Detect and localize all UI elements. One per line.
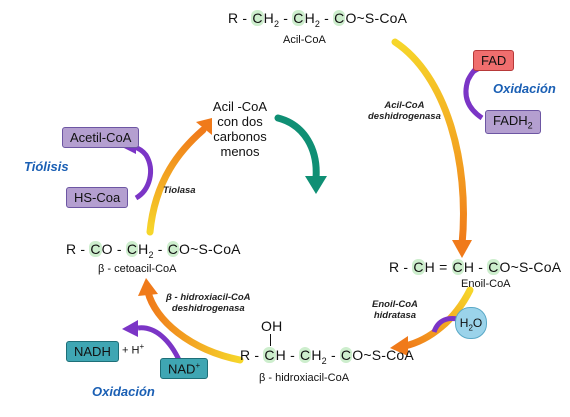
hidroxiacil-oh: OH <box>261 318 283 334</box>
enzyme-enoil-coa-hidratasa: Enoil-CoA hidratasa <box>372 299 418 321</box>
center-line: Acil -CoA <box>212 99 268 114</box>
enzyme-line: β - hidroxiacil-CoA <box>166 292 251 303</box>
process-oxidacion-bottom: Oxidación <box>92 384 155 399</box>
arrow-enoil-to-hidroxiacil <box>390 286 474 356</box>
center-arrow <box>274 114 327 194</box>
process-oxidacion-top: Oxidación <box>493 81 556 96</box>
oh-bond <box>270 334 271 346</box>
enzyme-line: Acil-CoA <box>384 100 425 111</box>
enzyme-acil-coa-deshidrogenasa: Acil-CoA deshidrogenasa <box>368 100 441 122</box>
center-label: Acil -CoA con dos carbonos menos <box>205 99 275 159</box>
arrow-hidroxiacil-to-cetoacil <box>138 278 244 364</box>
h2o-circle: H2O <box>455 307 487 339</box>
center-line: menos <box>220 144 260 159</box>
hs-coa-box: HS-Coa <box>66 187 129 208</box>
center-line: con dos <box>217 114 263 129</box>
nad-branch-arrow <box>122 320 183 364</box>
nadh-box: NADH <box>66 341 119 362</box>
enzyme-tiolasa: Tiolasa <box>163 185 196 196</box>
enoil-coa-formula: R - CH = CH - CO~S-CoA <box>389 259 562 275</box>
acetil-coa-box: Acetil-CoA <box>62 127 140 148</box>
fad-box: FAD <box>473 50 515 71</box>
fadh2-box: FADH2 <box>485 110 541 134</box>
center-line: carbonos <box>213 129 267 144</box>
cetoacil-coa-name: β - cetoacil-CoA <box>98 263 177 275</box>
enoil-coa-name: Enoil-CoA <box>461 278 511 290</box>
hidroxiacil-coa-formula: R - CH - CH2 - CO~S-CoA <box>240 347 414 366</box>
h-plus-label: + H+ <box>122 342 145 357</box>
cetoacil-coa-formula: R - CO - CH2 - CO~S-CoA <box>66 241 241 260</box>
enzyme-line: hidratasa <box>373 310 417 321</box>
acil-coa-name: Acil-CoA <box>283 34 326 46</box>
hidroxiacil-coa-name: β - hidroxiacil-CoA <box>259 372 350 384</box>
arrow-acil-to-enoil <box>391 38 472 258</box>
nad-box: NAD+ <box>160 358 209 380</box>
enzyme-line: deshidrogenasa <box>171 303 245 314</box>
process-tiolisis: Tiólisis <box>24 159 69 174</box>
arrow-cetoacil-to-acil <box>146 118 212 236</box>
enzyme-line: Enoil-CoA <box>372 299 418 310</box>
enzyme-line: deshidrogenasa <box>368 111 441 122</box>
enzyme-hidroxiacil-deshidrogenasa: β - hidroxiacil-CoA deshidrogenasa <box>166 292 251 314</box>
acil-coa-formula: R - CH2 - CH2 - CO~S-CoA <box>228 10 408 29</box>
